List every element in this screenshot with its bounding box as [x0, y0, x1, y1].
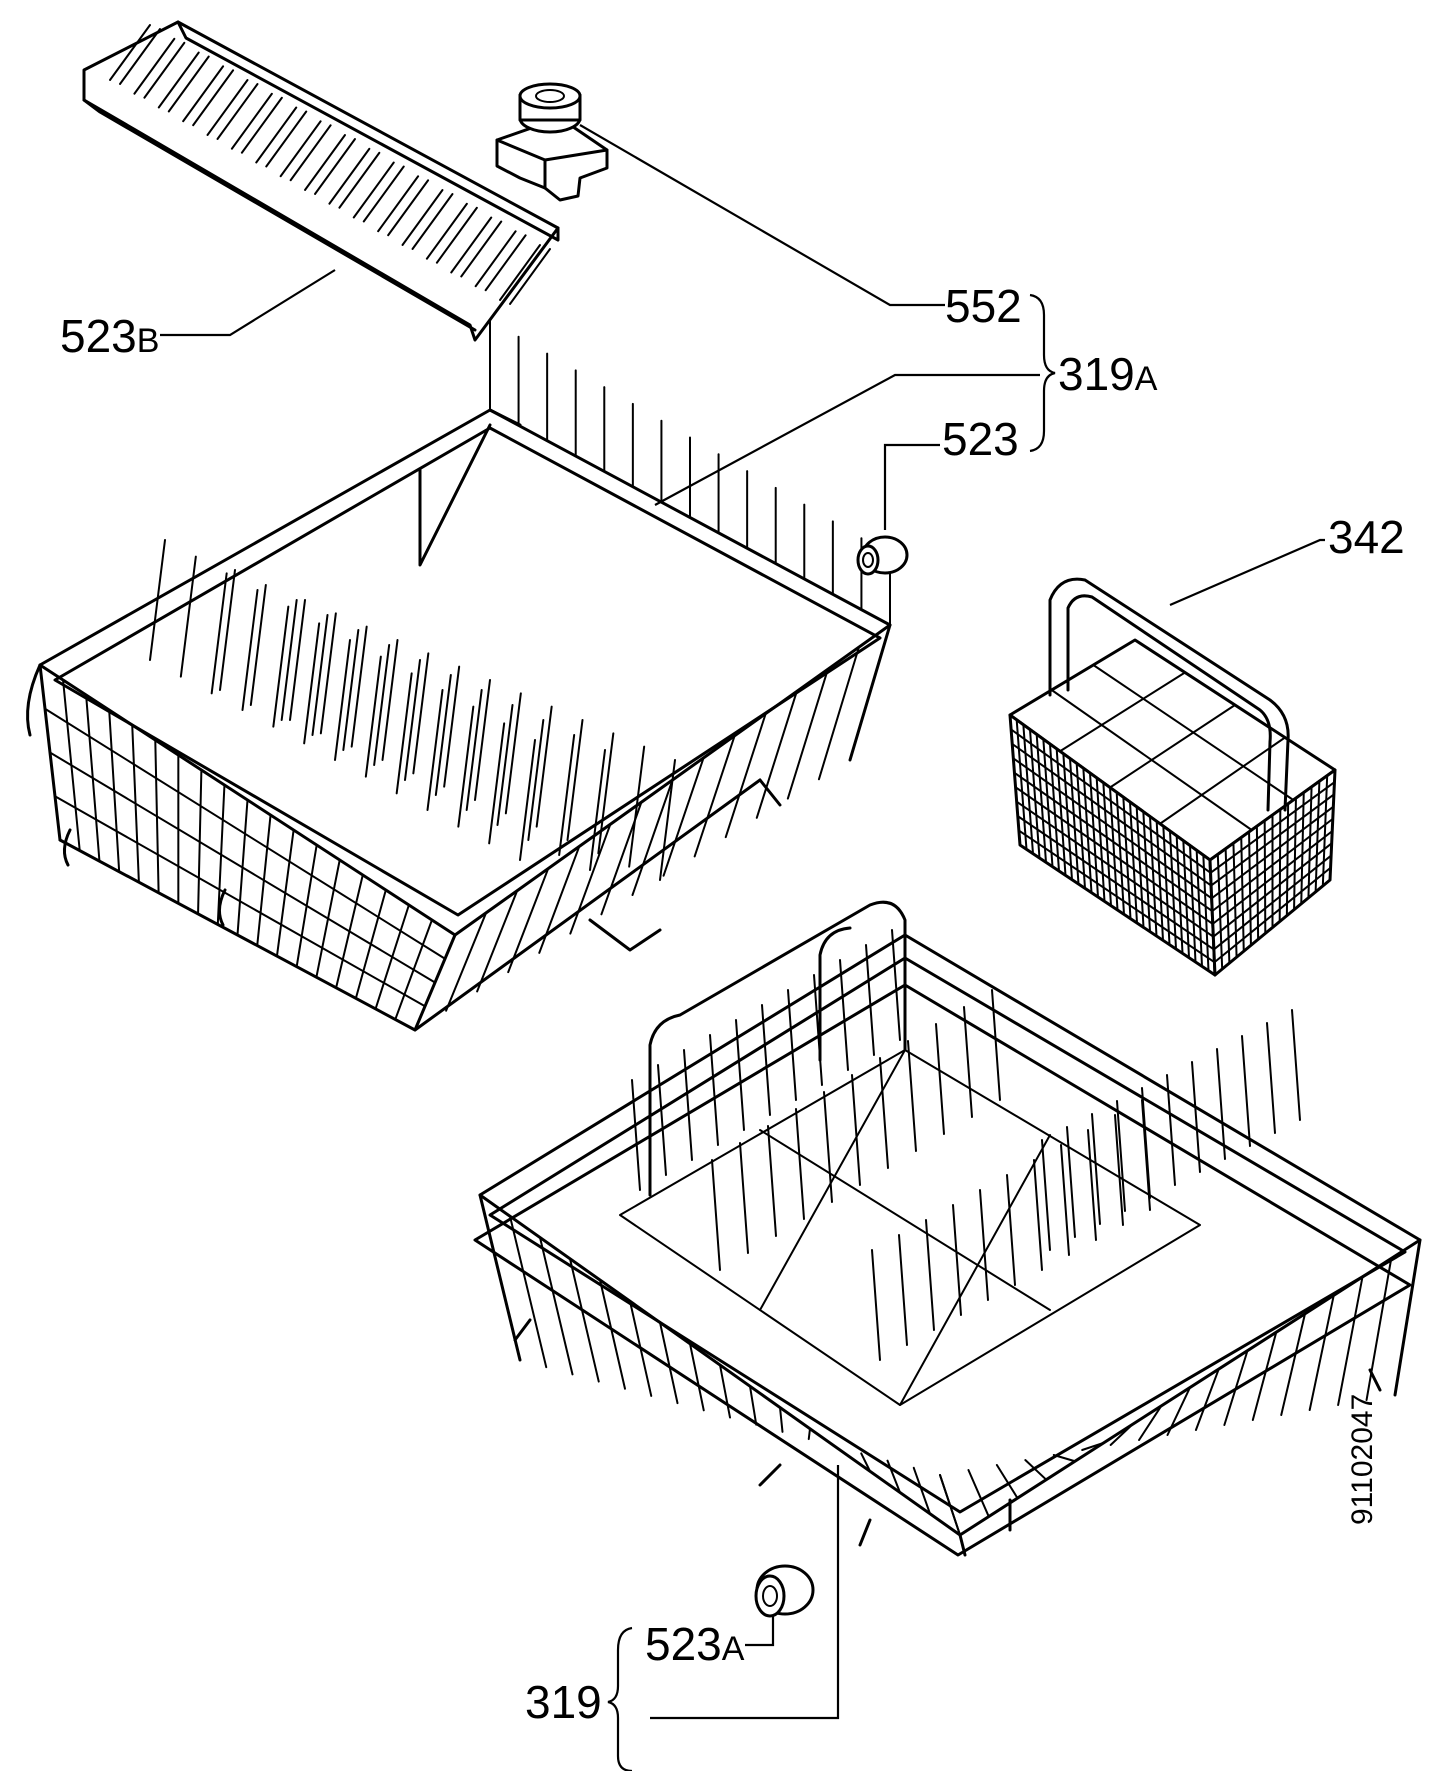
callout-342: 342: [1328, 511, 1405, 563]
brace-319: [607, 1626, 633, 1771]
callout-523: 523: [942, 413, 1019, 465]
wheel-bracket: [495, 82, 609, 202]
lower-basket: [473, 900, 1422, 1557]
cup-rack-insert: [82, 20, 560, 342]
brace-319a: [1029, 293, 1056, 453]
callout-523b: 523B: [60, 310, 159, 362]
callout-319: 319: [525, 1676, 602, 1728]
upper-basket: [26, 319, 892, 1032]
callout-552: 552: [945, 280, 1022, 332]
upper-basket-wheel: [856, 535, 909, 576]
callout-319a: 319A: [1058, 348, 1158, 400]
drawing-number: 91102047: [1346, 1394, 1379, 1525]
lower-basket-wheel: [754, 1564, 815, 1618]
leader-lines: [160, 124, 1325, 1720]
cutlery-basket: [1008, 577, 1337, 977]
callout-523a: 523A: [645, 1618, 745, 1670]
